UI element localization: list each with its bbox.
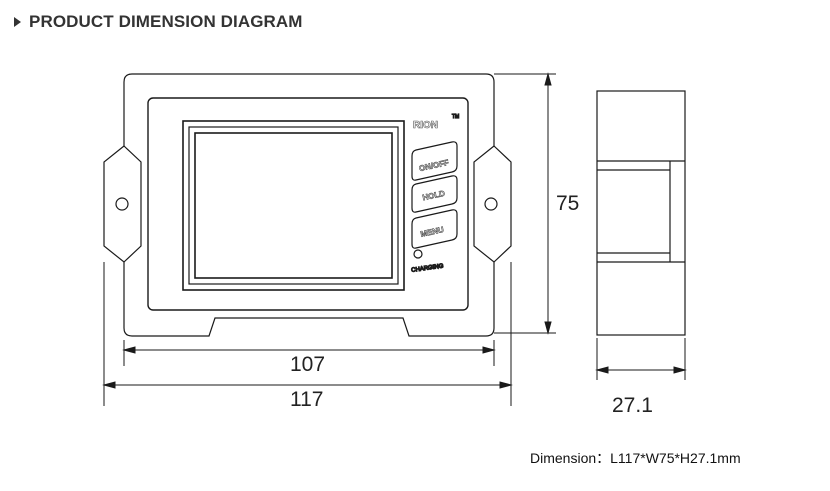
dimension-label-27-1: 27.1 bbox=[612, 394, 653, 417]
outer-housing bbox=[123, 73, 495, 337]
side-view bbox=[596, 90, 686, 336]
trademark-mark: TM bbox=[452, 114, 459, 120]
screen-frame-middle bbox=[188, 126, 399, 285]
side-body bbox=[596, 90, 686, 336]
button-on-off-label: ON/OFF bbox=[418, 158, 450, 173]
button-menu-label: MENU bbox=[420, 225, 445, 239]
brand-logo: RION bbox=[413, 120, 438, 131]
lcd-screen bbox=[194, 132, 393, 279]
charging-label: CHARGING bbox=[411, 263, 444, 273]
front-dimensions bbox=[102, 72, 556, 406]
right-mounting-hole bbox=[484, 197, 498, 211]
dimension-label-75: 75 bbox=[556, 192, 579, 215]
face-panel bbox=[147, 97, 469, 311]
left-mounting-ear bbox=[103, 145, 142, 263]
arrow-75-bottom bbox=[544, 321, 552, 335]
page-title: PRODUCT DIMENSION DIAGRAM bbox=[29, 12, 303, 31]
arrow-117-left bbox=[102, 381, 116, 389]
front-view: RION TM ON/OFF HOLD MENU CHARGING bbox=[103, 73, 512, 337]
side-dimensions bbox=[595, 338, 687, 380]
dimension-label-117: 117 bbox=[290, 388, 323, 411]
button-on-off[interactable] bbox=[411, 141, 458, 181]
arrow-107-left bbox=[122, 346, 136, 354]
triangle-right-icon bbox=[14, 17, 21, 27]
dimension-note: Dimension：L117*W75*H27.1mm bbox=[530, 450, 741, 466]
button-menu[interactable] bbox=[411, 209, 458, 249]
arrow-depth-left bbox=[595, 366, 609, 374]
screen-frame-outer bbox=[182, 120, 405, 291]
arrow-117-right bbox=[499, 381, 513, 389]
dimension-label-107: 107 bbox=[290, 353, 325, 376]
arrow-107-right bbox=[482, 346, 496, 354]
arrow-depth-right bbox=[673, 366, 687, 374]
arrow-75-top bbox=[544, 72, 552, 86]
button-hold[interactable] bbox=[411, 175, 458, 213]
charging-led bbox=[413, 249, 423, 259]
left-mounting-hole bbox=[115, 197, 129, 211]
section-header: PRODUCT DIMENSION DIAGRAM bbox=[14, 12, 303, 32]
button-hold-label: HOLD bbox=[422, 189, 446, 203]
right-mounting-ear bbox=[473, 145, 512, 263]
